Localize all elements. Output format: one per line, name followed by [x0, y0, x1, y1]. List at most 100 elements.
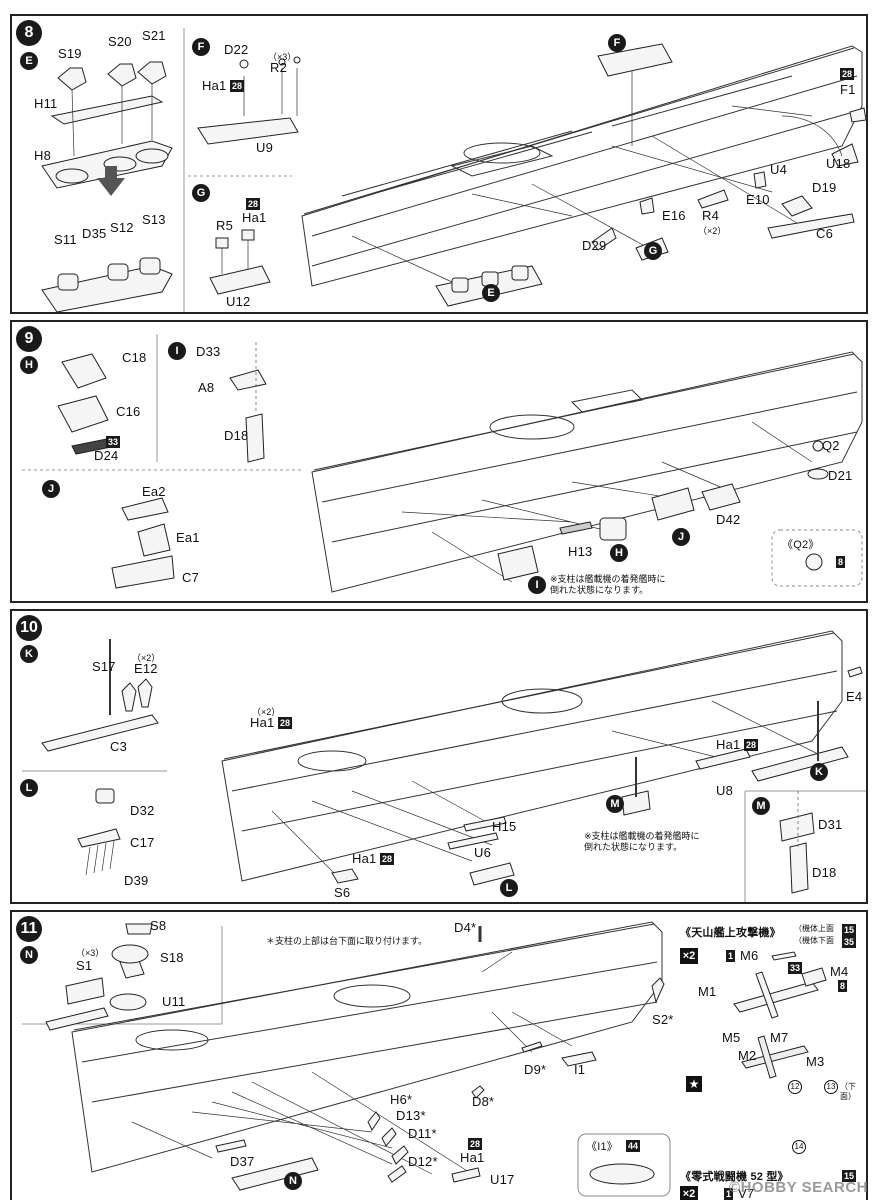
part-label-d22: D22 [224, 42, 249, 57]
part-label-d12: D12* [408, 1154, 438, 1169]
inset-title: 《I1》 [586, 1141, 618, 1153]
part-label-ha1: Ha1 [202, 78, 227, 93]
part-label-d21: D21 [828, 468, 853, 483]
subassembly-l-marker: L [500, 879, 518, 897]
part-label-m2: M2 [738, 1048, 757, 1063]
part-label-d32: D32 [130, 803, 155, 818]
part-label-s18: S18 [160, 950, 184, 965]
part-label-u9: U9 [256, 140, 274, 155]
part-label-r2: R2 [270, 60, 288, 75]
part-label-c6: C6 [816, 226, 834, 241]
part-label-u11: U11 [162, 994, 186, 1009]
part-label-d13: D13* [396, 1108, 426, 1123]
aircraft-title-2: 《零式戦闘機 52 型》 [680, 1171, 789, 1183]
part-label-s8: S8 [150, 918, 167, 933]
subassembly-g-marker: G [192, 184, 210, 202]
inset-title: 《Q2》 [782, 539, 820, 551]
watermark: ©HOBBY SEARCH [729, 1179, 868, 1196]
part-label-h6: H6* [390, 1092, 413, 1107]
step-9-panel: 9 H I J [10, 320, 868, 603]
part-label-u8: U8 [716, 783, 734, 798]
paint-badge: 28 [380, 853, 395, 865]
part-label-ea1: Ea1 [176, 530, 200, 545]
subassembly-k-marker: K [810, 763, 828, 781]
subassembly-h-marker: H [20, 356, 38, 374]
step-number: 10 [16, 615, 42, 641]
part-label-s17: S17 [92, 659, 116, 674]
part-label-m6: M6 [740, 948, 759, 963]
part-label-h13: H13 [568, 544, 593, 559]
step-10-panel: 10 K L [10, 609, 868, 904]
part-label-m3: M3 [806, 1054, 825, 1069]
subassembly-n-marker: N [284, 1172, 302, 1190]
subassembly-k-marker: K [20, 645, 38, 663]
quantity-label: （×2） [132, 653, 161, 663]
part-label-s20: S20 [108, 34, 132, 49]
step-number: 9 [16, 326, 42, 352]
sprue-number-badge: 1 [726, 950, 736, 962]
paint-badge: 28 [468, 1138, 483, 1150]
star-icon: ★ [686, 1076, 702, 1092]
step-number: 11 [16, 916, 42, 942]
part-label-ha1: Ha1 [242, 210, 267, 225]
part-label-s12: S12 [110, 220, 134, 235]
paint-badge: 15 [842, 1170, 857, 1182]
step-8-panel: 8 E [10, 14, 868, 314]
quantity-badge: ×2 [680, 1186, 698, 1200]
quantity-label: （×2） [252, 707, 281, 717]
subassembly-j-marker: J [672, 528, 690, 546]
part-label-ea2: Ea2 [142, 484, 166, 499]
legend-lower: （機体下面 [794, 936, 834, 945]
part-label-s1: S1 [76, 958, 93, 973]
part-label-c18: C18 [122, 350, 147, 365]
part-label-d35: D35 [82, 226, 107, 241]
part-label-s19: S19 [58, 46, 82, 61]
step-number: 8 [16, 20, 42, 46]
quantity-label: （×3） [76, 948, 105, 958]
paint-badge: 8 [836, 556, 846, 568]
part-label-u12: U12 [226, 294, 251, 309]
part-label-s11: S11 [54, 232, 77, 247]
part-label-e4: E4 [846, 689, 863, 704]
decal-number: 13 [824, 1080, 838, 1094]
part-label-r5: R5 [216, 218, 234, 233]
quantity-badge: ×2 [680, 948, 698, 964]
part-label-c17: C17 [130, 835, 155, 850]
part-label-d18: D18 [224, 428, 249, 443]
subassembly-l-marker: L [20, 779, 38, 797]
part-label-d29: D29 [582, 238, 607, 253]
part-label-a8: A8 [198, 380, 215, 395]
step-10-drawing [22, 630, 866, 902]
part-label-d42: D42 [716, 512, 741, 527]
part-label-u17: U17 [490, 1172, 515, 1187]
decal-number: 14 [792, 1140, 806, 1154]
part-label-d39: D39 [124, 873, 149, 888]
subassembly-i-marker: I [168, 342, 186, 360]
part-label-d9: D9* [524, 1062, 547, 1077]
part-label-e16: E16 [662, 208, 686, 223]
part-label-d24: D24 [94, 448, 119, 463]
assembly-note: ※支柱は艦載機の着発艦時に 倒れた状態になります。 [550, 574, 666, 595]
quantity-label: （×2） [698, 226, 727, 236]
paint-badge: 28 [246, 198, 261, 210]
part-label-u4: U4 [770, 162, 788, 177]
part-label-e10: E10 [746, 192, 770, 207]
subassembly-m-marker: M [752, 797, 770, 815]
subassembly-i-marker: I [528, 576, 546, 594]
part-label-ha1: Ha1 [352, 851, 377, 866]
part-label-d31: D31 [818, 817, 843, 832]
subassembly-m-marker: M [606, 795, 624, 813]
paint-badge: 8 [838, 980, 848, 992]
part-label-d8: D8* [472, 1094, 495, 1109]
part-label-m5: M5 [722, 1030, 741, 1045]
part-label-m1: M1 [698, 984, 717, 999]
part-label-ha1: Ha1 [460, 1150, 485, 1165]
part-label-s2: S2* [652, 1012, 674, 1027]
paint-badge: 28 [744, 739, 759, 751]
underside-label: （下面） [840, 1082, 856, 1101]
part-label-ha1: Ha1 [716, 737, 741, 752]
paint-badge: 33 [788, 962, 803, 974]
part-label-d33: D33 [196, 344, 221, 359]
part-label-s21: S21 [142, 28, 166, 43]
